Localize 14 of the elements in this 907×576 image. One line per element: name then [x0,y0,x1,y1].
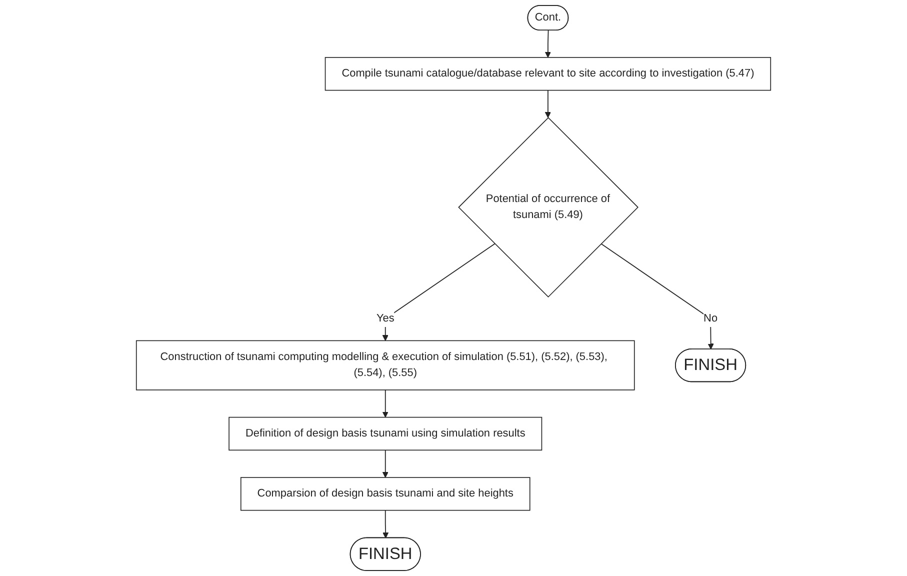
edge-label: Yes [376,312,394,324]
node-box: Construction of tsunami computing modelling & execution of simulation (5.51), (5.52), (5.53), (5.54), (5.55) [136,340,635,390]
node-box: Comparsion of design basis tsunami and site heights [240,477,530,511]
arrow [544,30,551,58]
node-box: Definition of design basis tsunami using simulation results [228,416,542,451]
arrow [382,243,496,341]
node-box: Compile tsunami catalogue/database relevant to site according to investigation (5.47) [324,57,772,91]
arrow [382,450,388,478]
edge-label: No [704,312,718,324]
arrow [382,389,388,418]
arrow [382,510,389,538]
node-diamond: Potential of occurrence of tsunami (5.49) [458,117,638,298]
arrow [544,90,551,118]
arrow [600,243,714,350]
